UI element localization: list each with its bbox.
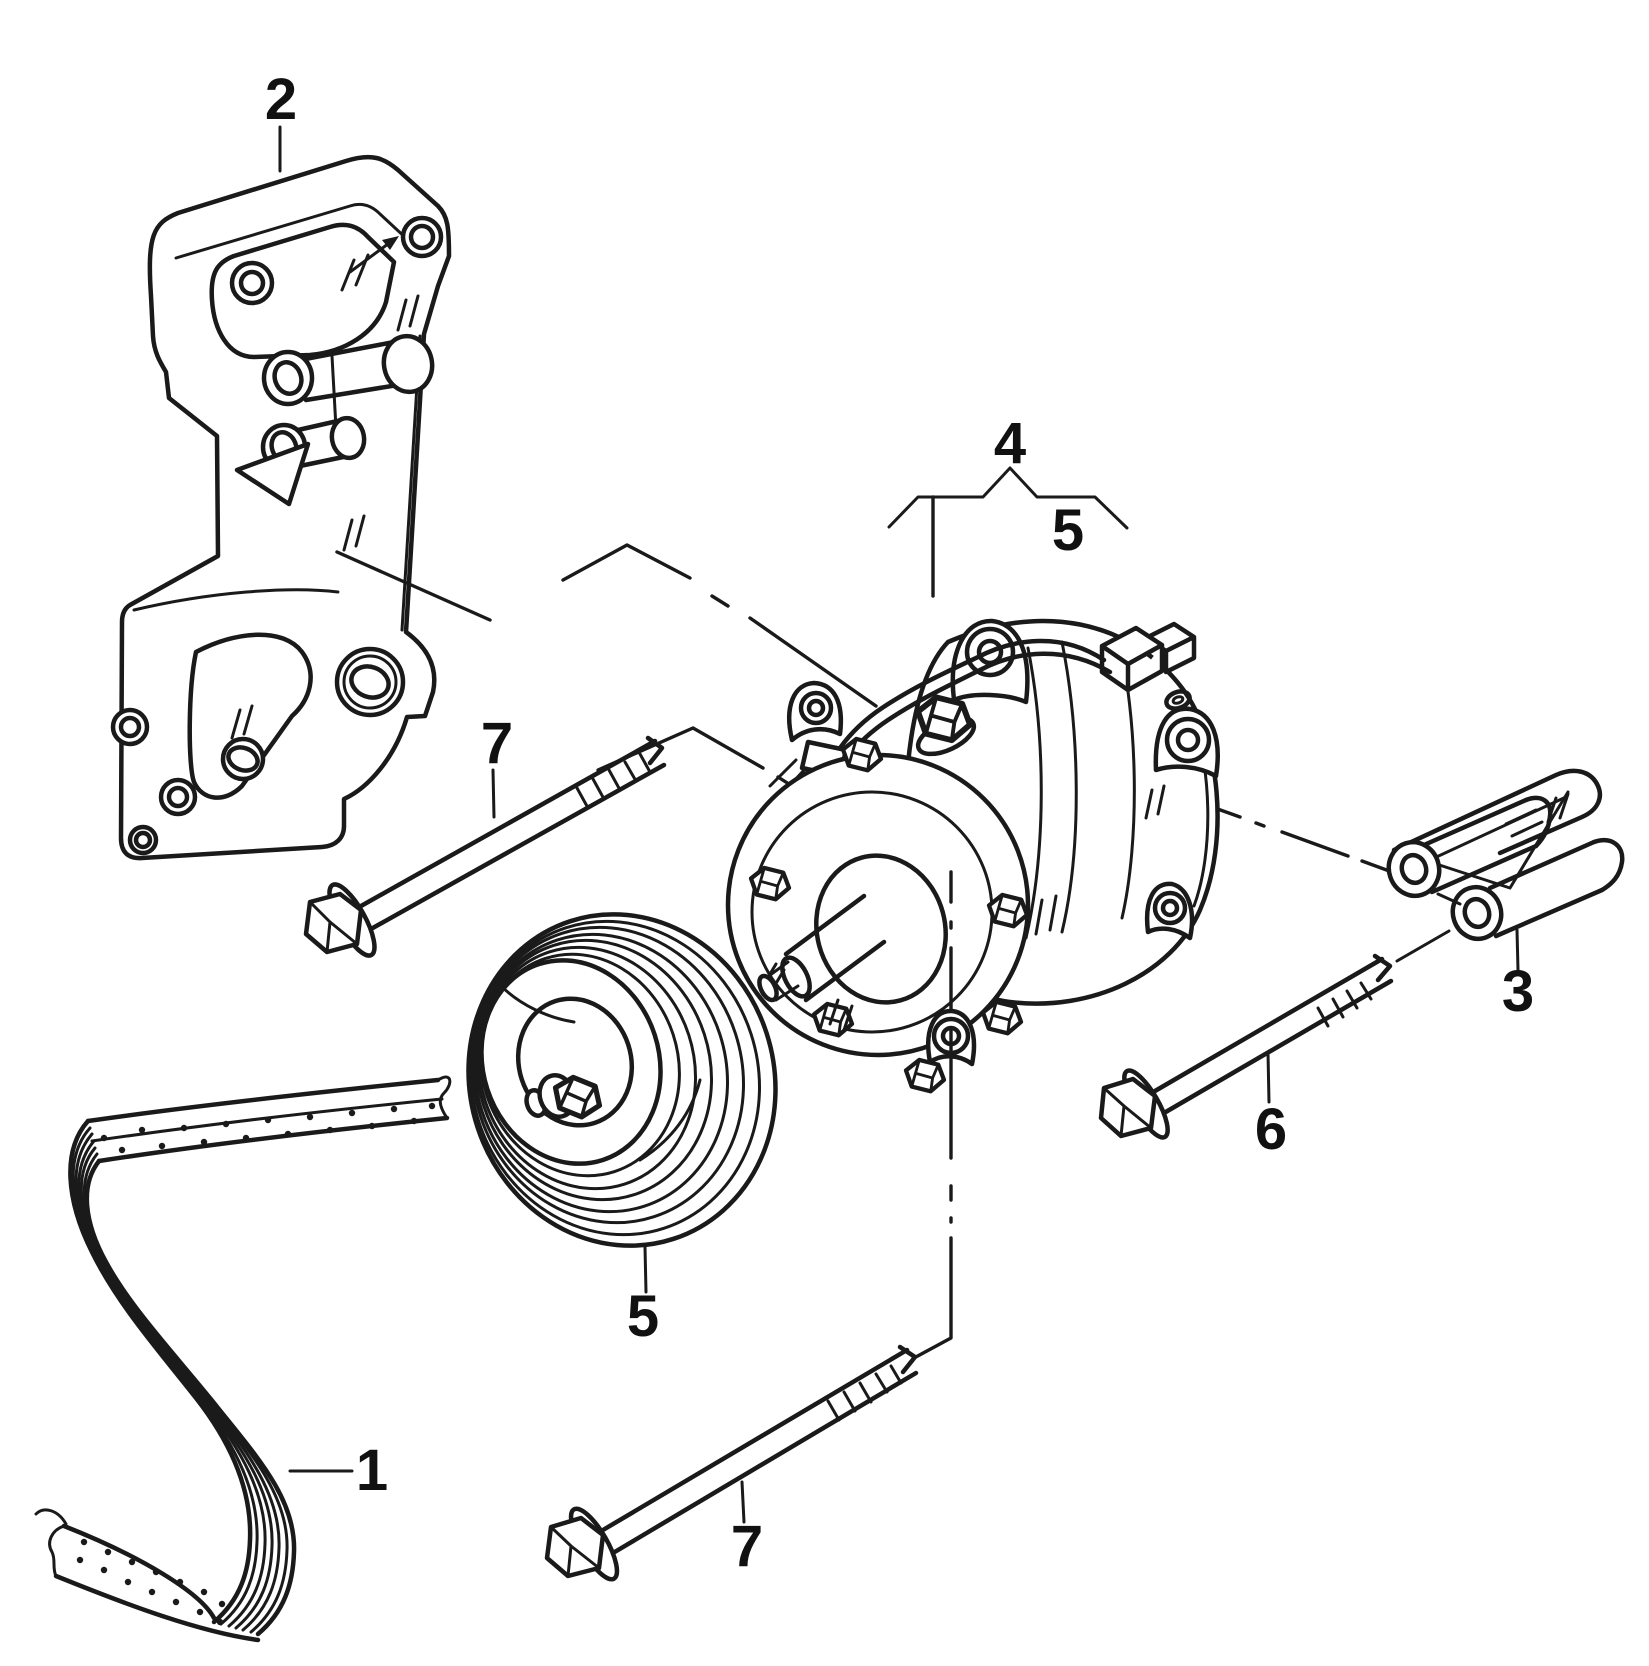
part-label-7-lower[interactable]: 7: [730, 1514, 764, 1579]
bolt-7-lower-drawing: [544, 1344, 919, 1582]
part-label-3[interactable]: 3: [1501, 959, 1535, 1024]
connecting-bracket-drawing: [1386, 768, 1625, 942]
part-label-6[interactable]: 6: [1254, 1097, 1288, 1162]
part-label-4[interactable]: 4: [993, 411, 1027, 476]
bolt-6-drawing: [1098, 929, 1451, 1140]
part-label-2[interactable]: 2: [264, 67, 298, 132]
part-label-5-pulley[interactable]: 5: [626, 1284, 660, 1349]
part-label-1-belt[interactable]: 1: [355, 1438, 389, 1503]
ac-compressor-drawing: [725, 618, 1220, 1091]
compressor-bracket-drawing: [110, 154, 452, 861]
callout-leader-lines: [278, 125, 1520, 1524]
ribbed-belt-drawing: [34, 1075, 452, 1643]
pulley-drawing: [466, 912, 778, 1248]
bolt-7-upper-drawing: [303, 735, 667, 958]
part-label-7-upper[interactable]: 7: [480, 711, 514, 776]
part-label-5-callout[interactable]: 5: [1051, 498, 1085, 563]
assembly-axis-lines-front: [912, 495, 953, 1360]
